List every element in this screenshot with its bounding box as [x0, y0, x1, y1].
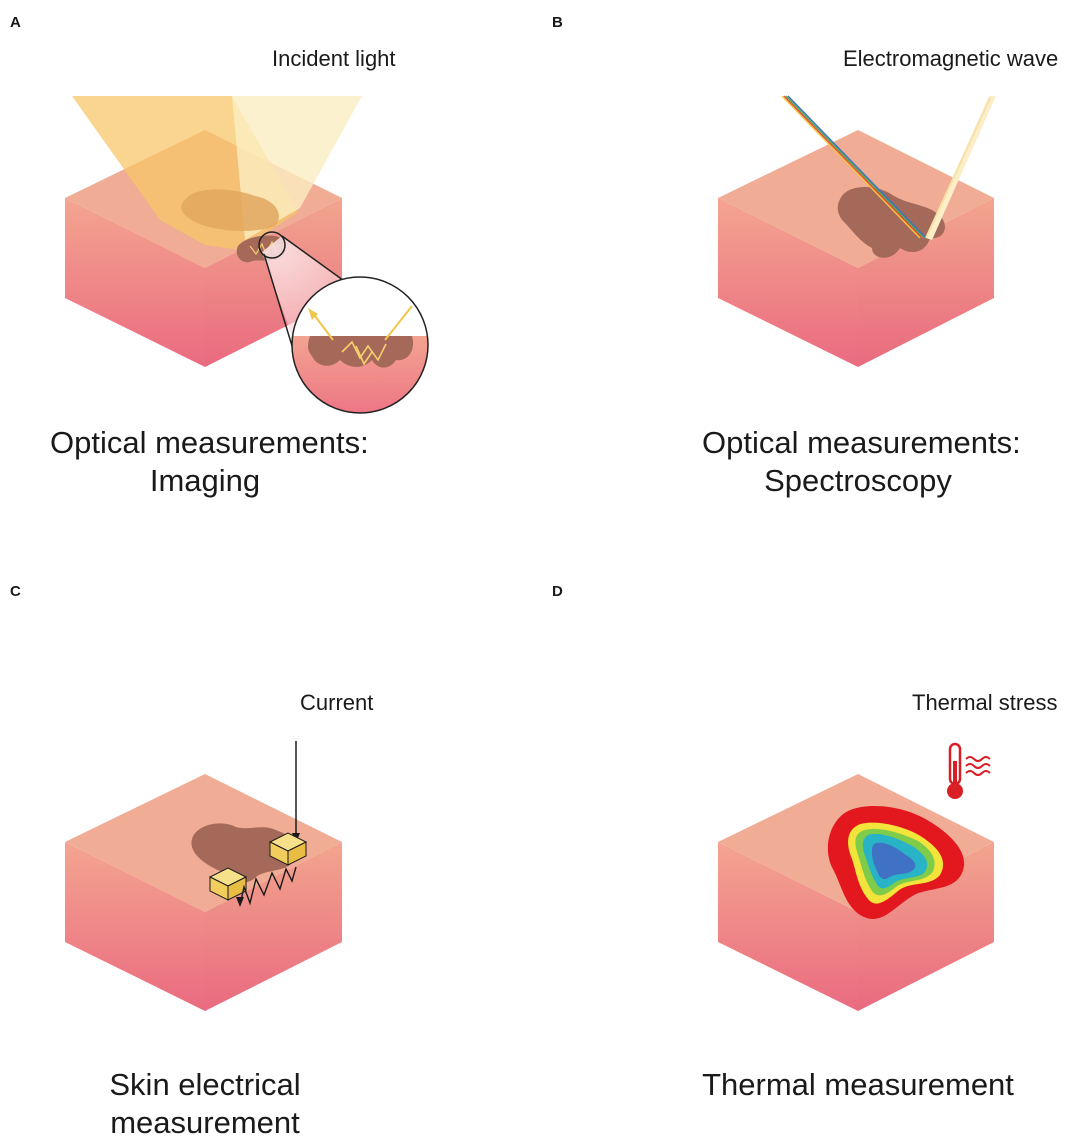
caption-imaging: Optical measurements: Imaging [50, 424, 369, 500]
electrode-right [268, 832, 308, 866]
caption-electrical: Skin electrical measurement [60, 1066, 350, 1142]
skin-block [65, 774, 342, 1011]
panel-electrical: C Current Skin electrical measurement [0, 569, 542, 1140]
thermal-stress-label: Thermal stress [912, 690, 1058, 715]
thermometer-icon [947, 742, 963, 799]
caption-line-1: Optical measurements: [50, 425, 369, 460]
caption-line-2: Imaging [149, 463, 261, 498]
caption-line-1: Optical measurements: [702, 425, 1021, 460]
panel-letter: C [10, 583, 21, 600]
caption-thermal: Thermal measurement [702, 1066, 1014, 1104]
panel-thermal: D Thermal stress Thermal measure [542, 569, 1084, 1138]
panel-imaging: A [0, 0, 542, 569]
panel-spectroscopy: B Electromagnetic wave Optical measureme… [542, 0, 1084, 569]
lesion [191, 823, 296, 883]
thermal-map [827, 805, 965, 919]
caption-line-2: Spectroscopy [764, 463, 952, 498]
reflected-beam [926, 96, 996, 240]
panel-letter: B [552, 14, 563, 31]
caption-line-1: Thermal measurement [702, 1067, 1014, 1102]
incident-light-label: Incident light [272, 46, 396, 71]
spectroscopy-illustration [718, 95, 996, 367]
heat-waves-icon [965, 756, 991, 776]
lesion [837, 187, 945, 258]
current-label: Current [300, 690, 374, 715]
electrical-illustration [65, 741, 342, 1011]
imaging-illustration [65, 96, 429, 414]
caption-line-1: Skin electrical [109, 1067, 301, 1102]
electromagnetic-wave-label: Electromagnetic wave [843, 46, 1059, 71]
magnifier-circle [258, 231, 286, 259]
panel-letter: A [10, 14, 21, 31]
electromagnetic-beam [781, 95, 927, 239]
electrode-left [208, 867, 248, 901]
thermal-illustration [718, 742, 994, 1011]
panel-letter: D [552, 583, 563, 600]
caption-spectroscopy: Optical measurements: Spectroscopy [702, 424, 1021, 500]
current-path [239, 866, 297, 906]
lit-lesion [181, 189, 279, 231]
caption-line-2: measurement [110, 1105, 300, 1140]
